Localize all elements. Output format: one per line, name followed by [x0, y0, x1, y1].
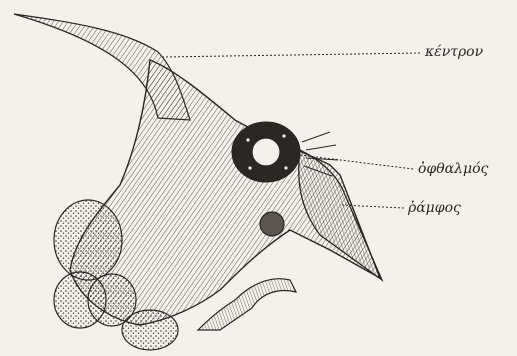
- label-kentron: κέντρον: [425, 45, 483, 59]
- antenna-socket: [260, 212, 284, 236]
- label-ramphos: ῥάμφος: [408, 201, 461, 215]
- beak-shape: [299, 150, 382, 280]
- label-ophthalmos: ὀφθαλμός: [418, 162, 488, 176]
- eye: [232, 122, 300, 182]
